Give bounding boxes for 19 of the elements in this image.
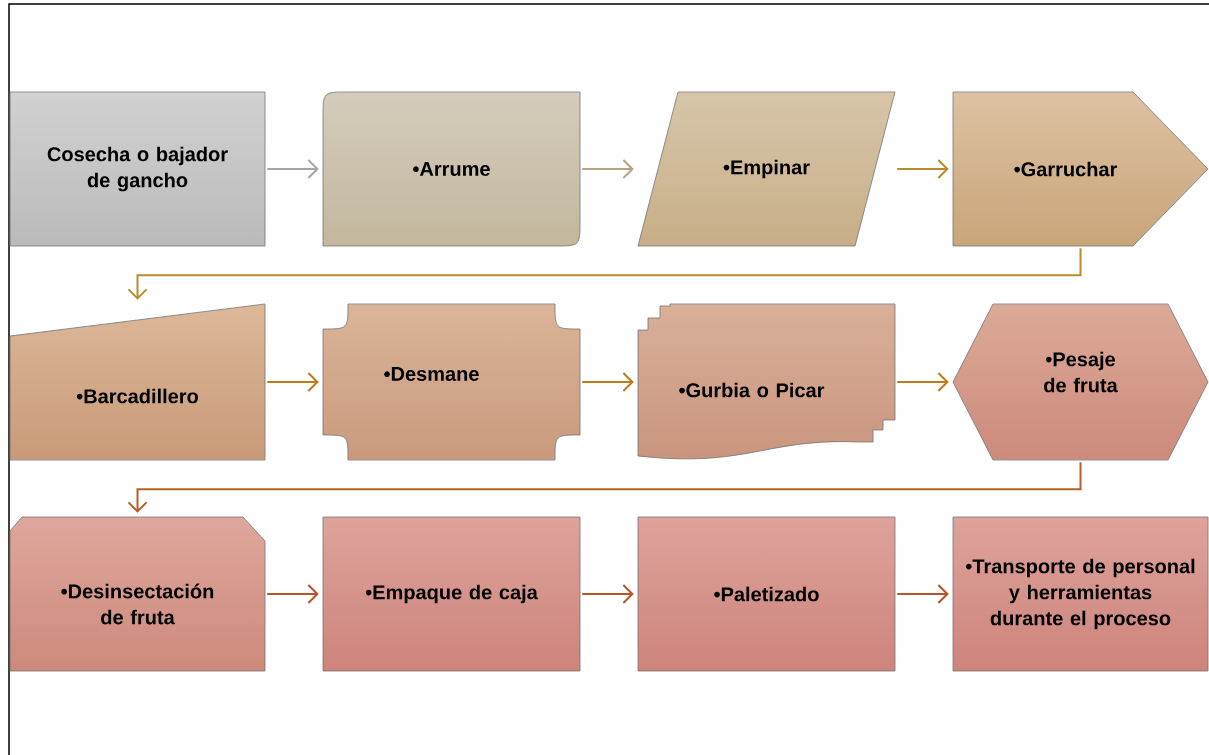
hexagon: •Pesaje de fruta	[952, 303, 1209, 461]
arrow	[581, 584, 634, 604]
process-box: •Paletizado	[637, 516, 896, 672]
arrow	[581, 159, 634, 179]
snipped-box: •Desinsectación de fruta	[9, 516, 266, 672]
rounded-box: •Arrume	[322, 91, 581, 247]
parallelogram: •Empinar	[637, 91, 896, 247]
process-box: •Transporte de personal y herramientas durante el proceso	[952, 516, 1209, 672]
arrow	[127, 247, 1082, 300]
arrow	[581, 372, 634, 392]
arrow	[127, 461, 1082, 513]
arrow	[896, 372, 949, 392]
process-box: Cosecha o bajador de gancho	[9, 91, 266, 247]
arrow	[896, 584, 949, 604]
arrow	[266, 159, 319, 179]
arrow	[896, 159, 949, 179]
arrow	[266, 372, 319, 392]
arrow	[266, 584, 319, 604]
process-box: •Empaque de caja	[322, 516, 581, 672]
